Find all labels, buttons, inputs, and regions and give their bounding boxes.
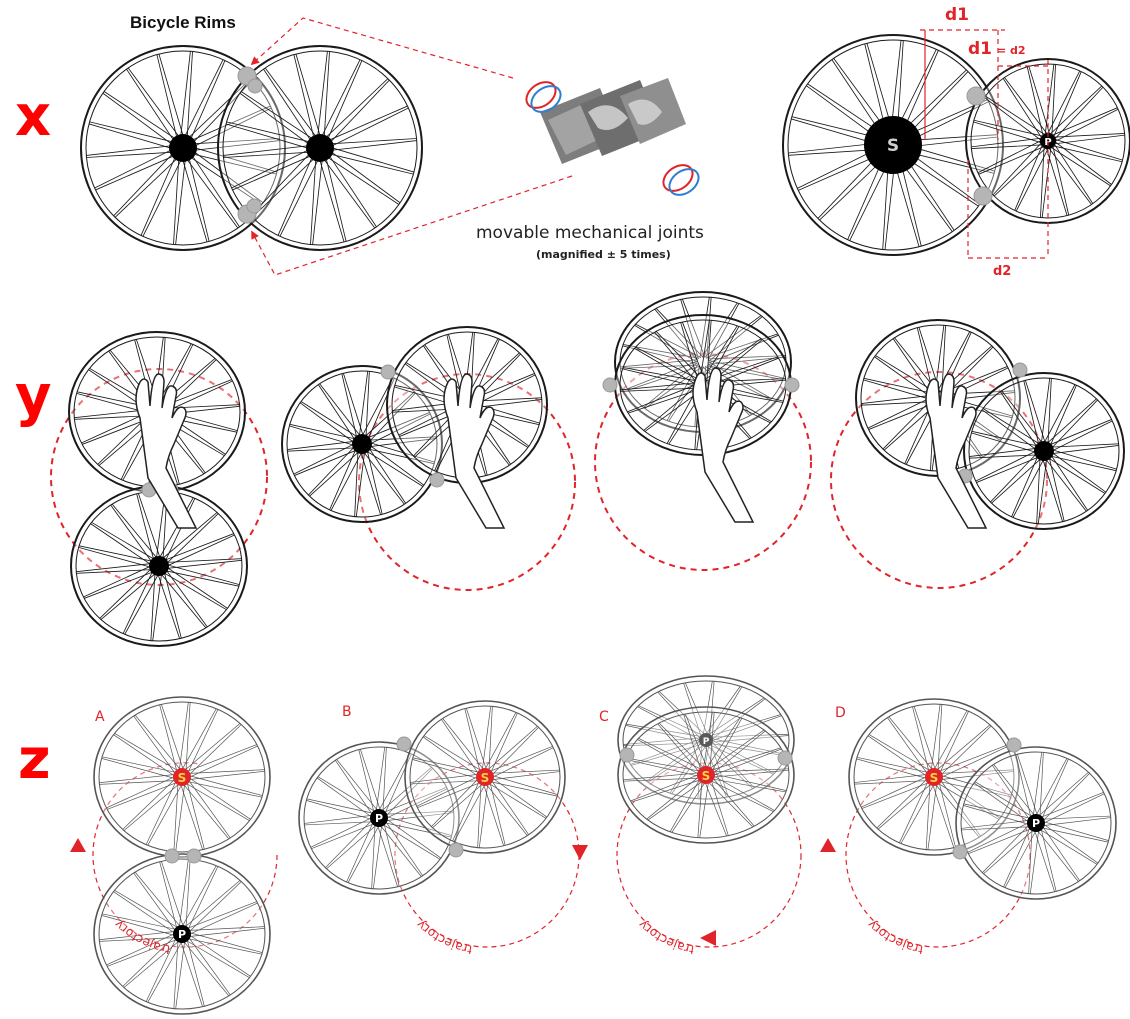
y-panel-3	[594, 291, 812, 571]
wheel	[298, 741, 460, 895]
joint	[619, 747, 635, 763]
z-panel-b: B S P trajectory	[298, 700, 588, 957]
joint	[1012, 362, 1028, 378]
hub-label-p: P	[1032, 817, 1040, 830]
hub-label-p: P	[375, 812, 383, 825]
y-panel-1	[50, 331, 268, 647]
hub-label-p: P	[703, 737, 710, 747]
joint-magnification-note: (magnified ± 5 times)	[536, 248, 671, 261]
dim-label-d1: d1	[945, 5, 969, 25]
trajectory-arrow-icon	[572, 845, 588, 860]
trajectory-arrow-icon	[820, 838, 836, 852]
panel-label-a: A	[95, 709, 105, 725]
hand-icon	[692, 367, 755, 523]
hub-label-s: S	[178, 771, 187, 785]
joint	[164, 848, 180, 864]
dimension-lines	[920, 29, 1049, 259]
z-panel-a: A S P trajectory	[70, 696, 278, 1015]
row-x-wheels	[80, 45, 423, 251]
wheel	[93, 853, 271, 1015]
joint-sp-bottom	[973, 186, 993, 206]
hub-label-s: S	[930, 771, 939, 785]
trajectory-label: trajectory	[414, 917, 473, 956]
joint-x-top-2	[247, 78, 263, 94]
wheel	[404, 700, 566, 854]
joint	[1006, 737, 1022, 753]
y-panel-4	[830, 319, 1125, 589]
wheel	[281, 365, 443, 523]
trajectory-arrow-icon	[700, 930, 716, 946]
z-panel-d: D S P trajectory	[820, 698, 1117, 957]
joint	[952, 844, 968, 860]
hand-icon	[925, 373, 988, 529]
joint	[380, 364, 396, 380]
wheel-right-x	[217, 45, 423, 251]
wheel	[848, 698, 1020, 856]
callout-lines	[250, 17, 573, 276]
diagram-title: Bicycle Rims	[130, 13, 236, 32]
dim-label-eq-d2: = d2	[997, 44, 1026, 57]
joint-x-bottom-2	[246, 198, 262, 214]
hand-icon	[443, 373, 506, 529]
hub-label-s: S	[481, 771, 490, 785]
trajectory-arrow-icon	[70, 838, 86, 852]
panel-label-b: B	[342, 704, 352, 720]
wheel	[617, 675, 795, 805]
y-panel-2	[281, 326, 576, 591]
dim-label-d2: d2	[993, 264, 1011, 279]
joint	[186, 848, 202, 864]
hub-label-p: P	[178, 928, 186, 941]
row-x-sun-planet: S P	[782, 34, 1130, 256]
joint	[602, 377, 618, 393]
mechanical-joint-illustration	[525, 78, 700, 196]
row-letter-y: y	[15, 364, 52, 429]
joint-caption: movable mechanical joints	[476, 223, 704, 243]
panel-label-c: C	[599, 709, 609, 725]
wheel-left-x	[80, 45, 286, 251]
joint	[777, 750, 793, 766]
hand-icon	[135, 373, 198, 529]
wheel	[617, 706, 795, 844]
row-y	[50, 291, 1125, 647]
joint	[784, 377, 800, 393]
joint	[448, 842, 464, 858]
trajectory-label: trajectory	[865, 917, 924, 956]
wheel	[955, 746, 1117, 900]
dim-label-d1-eq: d1	[968, 39, 992, 59]
row-z: A S P trajectory B S P trajectory	[70, 675, 1117, 1015]
hub-label-s: S	[702, 769, 711, 783]
hub-label-s: S	[887, 136, 899, 156]
row-letter-z: z	[18, 727, 51, 792]
trajectory-label: trajectory	[636, 917, 695, 956]
wheel	[93, 696, 271, 858]
wheel-sun-large	[782, 34, 1004, 256]
wheel	[70, 485, 248, 647]
wheel	[963, 372, 1125, 530]
panel-label-d: D	[835, 705, 846, 721]
joint	[396, 736, 412, 752]
z-panel-c: C S P trajectory	[599, 675, 802, 957]
joint	[429, 472, 445, 488]
joint-sp-top	[966, 86, 986, 106]
row-letter-x: x	[15, 84, 51, 149]
